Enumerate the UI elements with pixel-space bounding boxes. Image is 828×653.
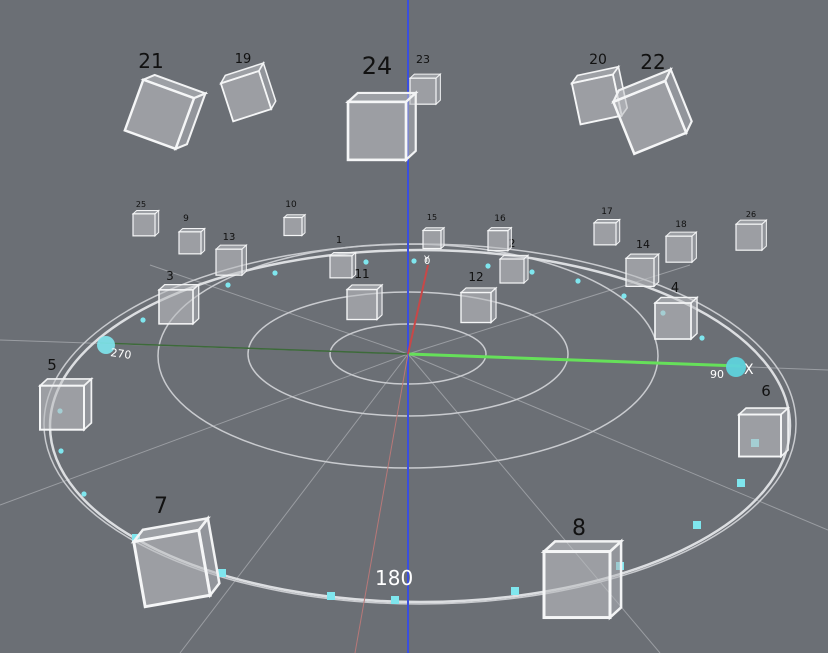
y-axis-line — [407, 264, 429, 355]
ring-marker — [140, 317, 146, 323]
speaker-label: 10 — [285, 200, 297, 210]
speaker-10[interactable]: 10 — [282, 200, 307, 237]
speaker-19[interactable]: 19 — [219, 52, 278, 123]
ring-marker — [621, 293, 627, 299]
speaker-label: 11 — [354, 267, 369, 281]
speaker-label: 9 — [183, 214, 189, 224]
speaker-12[interactable]: 12 — [459, 270, 498, 324]
speaker-1[interactable]: 1 — [328, 235, 357, 279]
speaker-label: 19 — [235, 52, 252, 67]
speaker-label: 8 — [572, 516, 586, 541]
ring-marker — [81, 491, 87, 497]
angle-180-label: 180 — [375, 566, 413, 590]
speaker-label: 6 — [761, 382, 771, 400]
ring-marker — [737, 479, 745, 487]
speaker-11[interactable]: 11 — [345, 267, 384, 321]
azimuth-270-handle[interactable] — [97, 336, 115, 354]
ring-marker — [693, 521, 701, 529]
angle-270-label: 270 — [110, 346, 133, 362]
speaker-21[interactable]: 21 — [123, 49, 209, 152]
speaker-15[interactable]: 15 — [421, 213, 446, 250]
speaker-18[interactable]: 18 — [664, 220, 698, 264]
speaker-16[interactable]: 16 — [486, 214, 513, 252]
speaker-8[interactable]: 8 — [540, 516, 625, 621]
speaker-label: 7 — [154, 494, 168, 519]
x-axis-label: X — [744, 362, 754, 378]
ring-marker — [58, 448, 64, 454]
speaker-label: 23 — [416, 53, 430, 66]
ring-marker — [272, 270, 278, 276]
speaker-label: 14 — [636, 238, 650, 251]
speaker-9[interactable]: 9 — [177, 214, 206, 255]
ring-marker — [485, 263, 491, 269]
ring-marker — [327, 592, 335, 600]
speaker-label: 17 — [601, 207, 612, 217]
speaker-2[interactable]: 2 — [498, 237, 530, 285]
speaker-label: 4 — [671, 281, 679, 296]
ring-marker — [511, 587, 519, 595]
speaker-label: 15 — [427, 213, 437, 222]
angle-0-label: 0 — [424, 256, 430, 267]
y-axis-label: Y — [423, 255, 430, 265]
speaker-26[interactable]: 26 — [734, 210, 768, 252]
speaker-6[interactable]: 6 — [736, 382, 791, 459]
x-axis-line — [407, 352, 741, 368]
ring-marker — [225, 282, 231, 288]
speaker-label: 3 — [166, 269, 174, 283]
speaker-label: 12 — [468, 270, 483, 284]
speaker-label: 21 — [138, 49, 163, 73]
speaker-label: 24 — [362, 52, 393, 80]
ring-marker — [363, 259, 369, 265]
neg-y-axis-line — [354, 353, 409, 653]
ring-marker — [391, 596, 399, 604]
ring-marker — [699, 335, 705, 341]
speaker-label: 1 — [336, 235, 342, 246]
speaker-5[interactable]: 5 — [37, 356, 94, 432]
speaker-7[interactable]: 7 — [130, 494, 221, 609]
speaker-14[interactable]: 14 — [624, 238, 661, 288]
speaker-label: 26 — [746, 210, 756, 219]
ring-marker — [575, 278, 581, 284]
azimuth-90-handle[interactable] — [726, 357, 746, 377]
speaker-24[interactable]: 24 — [345, 52, 419, 163]
speaker-17[interactable]: 17 — [592, 207, 621, 246]
speaker-4[interactable]: 4 — [653, 281, 699, 341]
speaker-13[interactable]: 13 — [214, 232, 248, 277]
speaker-3[interactable]: 3 — [157, 269, 201, 326]
speaker-label: 13 — [223, 232, 236, 243]
speaker-22[interactable]: 22 — [610, 50, 695, 156]
speaker-label: 2 — [509, 237, 516, 250]
speaker-label: 5 — [47, 356, 57, 374]
ring-marker — [411, 258, 417, 264]
speaker-label: 18 — [675, 220, 687, 230]
ring-marker — [218, 569, 226, 577]
speaker-label: 20 — [589, 52, 607, 68]
speaker-label: 22 — [640, 50, 665, 74]
speaker-label: 25 — [136, 200, 146, 209]
neg-x-axis-line — [99, 342, 409, 355]
speaker-label: 16 — [494, 214, 506, 224]
speaker-25[interactable]: 25 — [131, 200, 160, 237]
ring-marker — [529, 269, 535, 275]
angle-90-label: 90 — [710, 368, 724, 381]
